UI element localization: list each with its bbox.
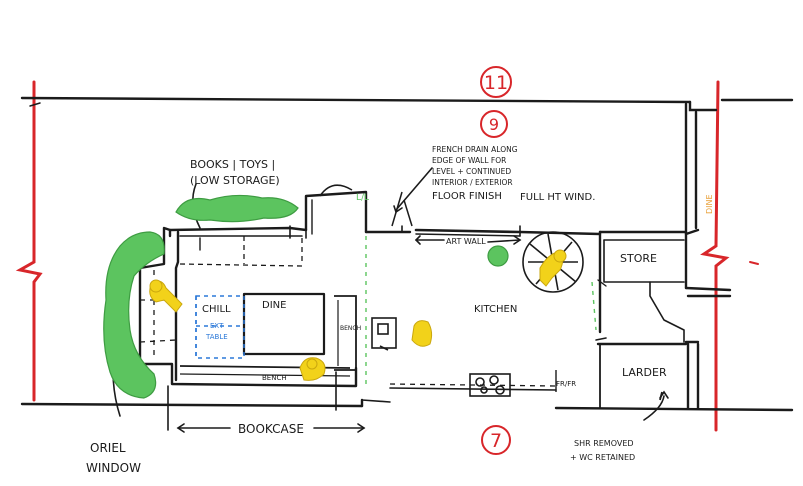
green-dashed	[365, 236, 597, 388]
doors	[319, 184, 663, 401]
marker-bottom-label: 7	[490, 430, 502, 452]
note-books: BOOKS | TOYS |	[190, 158, 275, 171]
note-french-5: FLOOR FINISH	[432, 191, 502, 202]
marker-top-circle	[480, 66, 512, 98]
note-ll: L/L	[356, 193, 369, 203]
room-bench-bottom: BENCH	[262, 374, 287, 382]
level-markers	[480, 66, 512, 455]
marker-bottom-circle	[481, 425, 511, 455]
top-wall	[20, 96, 794, 112]
planting-left	[103, 231, 165, 399]
room-fr-fr: FR/FR	[556, 380, 576, 388]
building-walls	[138, 190, 688, 409]
planting	[103, 194, 509, 399]
note-art-wall: ART WALL	[446, 237, 486, 246]
note-shr: SHR REMOVED	[574, 439, 634, 448]
right-wall	[684, 102, 732, 410]
dine-table	[242, 292, 326, 356]
note-oriel: ORIEL	[90, 441, 126, 455]
room-store: STORE	[620, 252, 657, 265]
planting-shrub	[487, 245, 509, 267]
note-french-4: INTERIOR / EXTERIOR	[432, 178, 513, 187]
cooktop	[469, 373, 511, 397]
note-french-2: EDGE OF WALL FOR	[432, 156, 506, 165]
figure-kitchen	[411, 320, 433, 347]
note-french-1: FRENCH DRAIN ALONG	[432, 145, 518, 154]
marker-mid-circle	[480, 110, 508, 138]
note-dine-side: DINE	[705, 194, 714, 214]
bottom-wall	[20, 371, 794, 431]
sink	[371, 317, 397, 351]
note-bookcase: BOOKCASE	[238, 422, 304, 436]
room-larder: LARDER	[622, 366, 667, 379]
room-chill: CHILL	[202, 304, 231, 315]
room-ext-table-2: TABLE	[205, 333, 228, 341]
low-storage-unit	[179, 236, 303, 267]
note-window: WINDOW	[86, 461, 141, 475]
extendable-table	[195, 295, 245, 359]
room-ext-table-1: EXT	[210, 322, 224, 330]
site-boundary	[15, 80, 759, 432]
marker-top-label: 11	[484, 72, 508, 94]
planting-top	[175, 194, 299, 223]
note-low-storage: (LOW STORAGE)	[190, 174, 280, 187]
room-kitchen: KITCHEN	[474, 304, 517, 315]
note-wc: + WC RETAINED	[570, 453, 635, 462]
people-figures	[149, 249, 567, 381]
room-bench-vertical: BENCH	[340, 325, 361, 332]
note-full-ht: FULL HT WIND.	[520, 192, 595, 203]
marker-mid-label: 9	[489, 115, 499, 134]
note-french-3: LEVEL + CONTINUED	[432, 167, 511, 176]
room-dine: DINE	[262, 300, 286, 311]
